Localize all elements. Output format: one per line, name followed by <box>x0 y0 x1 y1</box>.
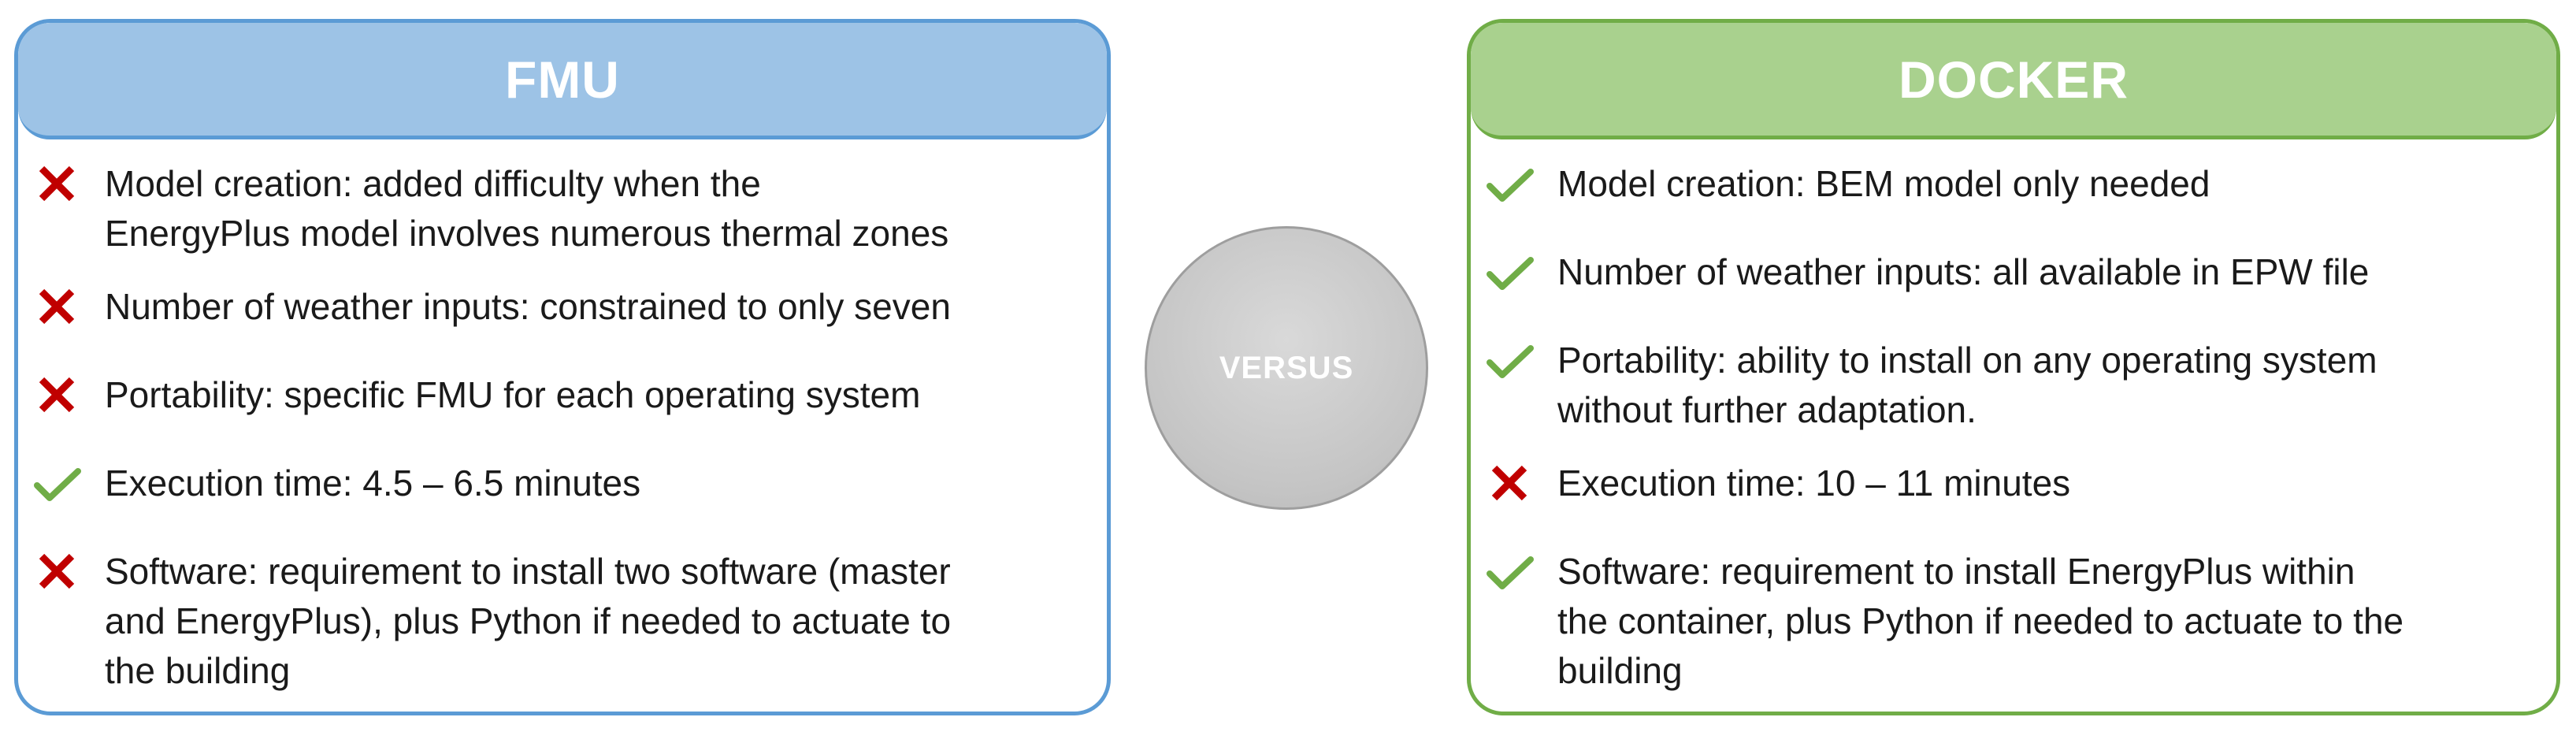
item-text-line: the container, plus Python if needed to … <box>1557 600 2404 641</box>
docker-panel-title: DOCKER <box>1471 23 2556 139</box>
item-text-line: Model creation: BEM model only needed <box>1557 163 2210 204</box>
check-icon <box>1485 547 1534 596</box>
fmu-item-text: Software: requirement to install two sof… <box>105 547 951 696</box>
fmu-item: Model creation: added difficulty when th… <box>18 159 948 258</box>
docker-panel: DOCKER Model creation: BEM model only ne… <box>1467 19 2560 715</box>
versus-circle: VERSUS <box>1145 226 1428 510</box>
fmu-item-text: Number of weather inputs: constrained to… <box>105 282 951 332</box>
fmu-item: Number of weather inputs: constrained to… <box>18 282 951 332</box>
docker-item-text: Number of weather inputs: all available … <box>1557 247 2369 297</box>
fmu-panel: FMU Model creation: added difficulty whe… <box>14 19 1111 715</box>
cross-icon <box>32 547 81 596</box>
fmu-panel-title: FMU <box>18 23 1107 139</box>
docker-item-text: Software: requirement to install EnergyP… <box>1557 547 2403 696</box>
docker-item-text: Portability: ability to install on any o… <box>1557 336 2377 435</box>
versus-label: VERSUS <box>1219 350 1354 385</box>
docker-item: Software: requirement to install EnergyP… <box>1471 547 2403 696</box>
item-text-line: and EnergyPlus), plus Python if needed t… <box>105 600 952 641</box>
item-text-line: the building <box>105 650 291 691</box>
item-text-line: without further adaptation. <box>1557 389 1977 430</box>
item-text-line: Software: requirement to install EnergyP… <box>1557 551 2355 592</box>
item-text-line: Software: requirement to install two sof… <box>105 551 951 592</box>
cross-icon <box>32 282 81 331</box>
fmu-item-text: Portability: specific FMU for each opera… <box>105 370 920 420</box>
docker-item: Execution time: 10 – 11 minutes <box>1471 459 2070 508</box>
docker-item-text: Model creation: BEM model only needed <box>1557 159 2210 209</box>
item-text-line: Number of weather inputs: all available … <box>1557 251 2370 292</box>
item-text-line: Number of weather inputs: constrained to… <box>105 286 951 327</box>
docker-item: Number of weather inputs: all available … <box>1471 247 2369 297</box>
fmu-item: Software: requirement to install two sof… <box>18 547 951 696</box>
check-icon <box>32 459 81 507</box>
fmu-item-text: Execution time: 4.5 – 6.5 minutes <box>105 459 640 508</box>
fmu-item: Execution time: 4.5 – 6.5 minutes <box>18 459 640 508</box>
cross-icon <box>1485 459 1534 507</box>
cross-icon <box>32 159 81 208</box>
item-text-line: Execution time: 10 – 11 minutes <box>1557 463 2071 503</box>
item-text-line: EnergyPlus model involves numerous therm… <box>105 213 949 254</box>
item-text-line: Model creation: added difficulty when th… <box>105 163 761 204</box>
item-text-line: Portability: specific FMU for each opera… <box>105 374 921 415</box>
item-text-line: Execution time: 4.5 – 6.5 minutes <box>105 463 641 503</box>
check-icon <box>1485 336 1534 385</box>
docker-item-text: Execution time: 10 – 11 minutes <box>1557 459 2070 508</box>
docker-item: Portability: ability to install on any o… <box>1471 336 2377 435</box>
fmu-item-text: Model creation: added difficulty when th… <box>105 159 948 258</box>
check-icon <box>1485 247 1534 296</box>
item-text-line: Portability: ability to install on any o… <box>1557 340 2377 381</box>
fmu-item: Portability: specific FMU for each opera… <box>18 370 920 420</box>
item-text-line: building <box>1557 650 1683 691</box>
cross-icon <box>32 370 81 419</box>
docker-item: Model creation: BEM model only needed <box>1471 159 2210 209</box>
check-icon <box>1485 159 1534 208</box>
